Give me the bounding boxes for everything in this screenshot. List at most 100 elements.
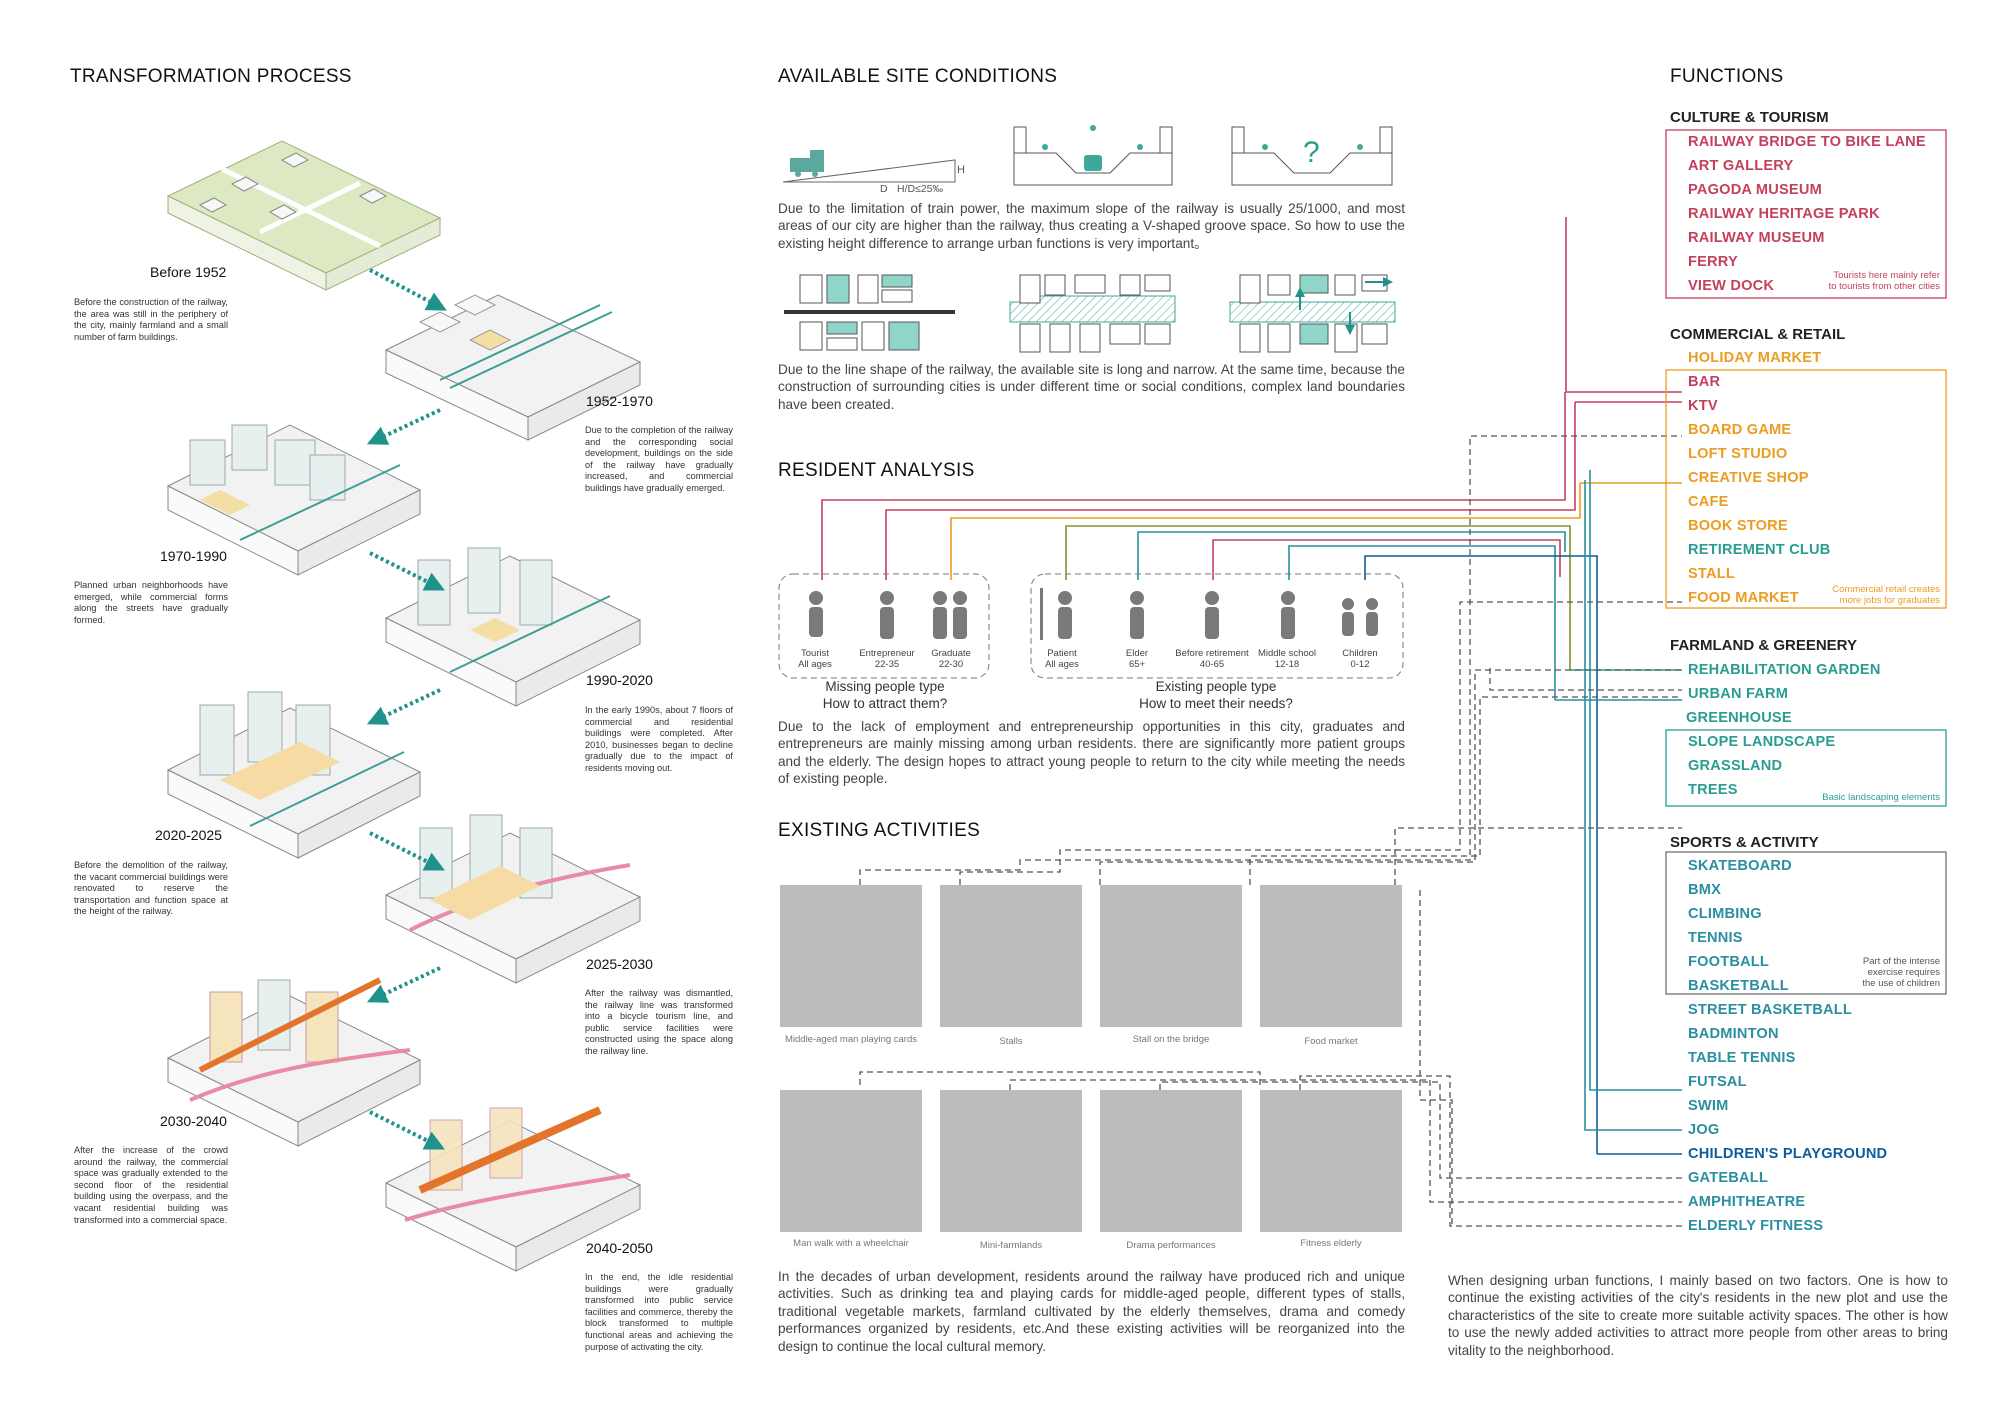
commercial-note: Commercial retail creates more jobs for … [1832,584,1940,606]
function-item: CHILDREN'S PLAYGROUND [1688,1146,1888,1162]
function-item: RETIREMENT CLUB [1688,542,1831,558]
function-item: CAFE [1688,494,1729,510]
function-item: HOLIDAY MARKET [1688,350,1822,366]
stage-year-6: 2025-2030 [586,956,653,972]
stage-text-2: Due to the completion of the railway and… [585,425,733,493]
function-item: ELDERLY FITNESS [1688,1218,1824,1234]
missing-people-box [778,573,990,679]
function-item: FERRY [1688,254,1738,270]
site-parcels-1 [784,274,955,351]
function-item: BMX [1688,882,1722,898]
function-item: GATEBALL [1688,1170,1768,1186]
resident-text: Due to the lack of employment and entrep… [778,719,1405,787]
photo-caption-2: Stalls [999,1036,1023,1047]
photo-caption-7: Drama performances [1126,1240,1216,1251]
function-item: TABLE TENNIS [1688,1050,1796,1066]
activities-text: In the decades of urban development, res… [778,1269,1405,1354]
function-item: TREES [1688,782,1738,798]
photo-caption-3: Stall on the bridge [1132,1034,1210,1045]
slope-formula: H/D≤25‰ [897,183,944,195]
v-groove-question-diagram [1231,126,1393,186]
iso-block-2025-2030 [384,814,642,984]
stage-year-3: 1970-1990 [160,548,227,564]
function-item: RAILWAY BRIDGE TO BIKE LANE [1688,134,1926,150]
iso-block-2020-2025 [166,691,422,859]
missing-question-2: How to attract them? [822,696,948,711]
group-greenery-heading: FARMLAND & GREENERY [1670,637,1857,654]
function-item: SLOPE LANDSCAPE [1688,734,1836,750]
greenery-note: Basic landscaping elements [1822,792,1940,803]
site-parcels-2 [1009,274,1176,353]
site-text-2: Due to the line shape of the railway, th… [778,362,1405,412]
iso-block-before-1952 [166,140,442,291]
commercial-items: HOLIDAY MARKET BAR KTV BOARD GAME LOFT S… [1688,350,1830,614]
slope-h-label: H [957,164,965,176]
resident-title: RESIDENT ANALYSIS [778,460,975,481]
group-commercial-heading: COMMERCIAL & RETAIL [1670,326,1846,343]
photo-caption-6: Mini-farmlands [979,1240,1043,1251]
function-item: FOOTBALL [1688,954,1770,970]
function-item: FOOD MARKET [1688,590,1799,606]
group-culture-heading: CULTURE & TOURISM [1670,109,1829,126]
sports-items: SKATEBOARD BMX CLIMBING TENNIS FOOTBALL … [1688,858,1887,1242]
function-item: STREET BASKETBALL [1688,1002,1852,1018]
photo-stalls [940,885,1082,1027]
stage-year-1: Before 1952 [150,264,227,280]
function-item: BADMINTON [1688,1026,1779,1042]
function-item: ART GALLERY [1688,158,1794,174]
iso-block-1952-1970 [384,294,642,441]
stage-text-8: In the end, the idle residential buildin… [585,1272,733,1352]
function-item: CLIMBING [1688,906,1762,922]
function-item: GRASSLAND [1688,758,1783,774]
function-item: BAR [1688,374,1721,390]
missing-question-1: Missing people type [825,679,945,694]
transformation-arrows [366,268,447,1150]
function-item: LOFT STUDIO [1688,446,1788,462]
question-mark-icon: ? [1303,136,1320,169]
greenery-box [1665,729,1947,807]
photo-drama [1100,1090,1242,1232]
photo-caption-8: Fitness elderly [1300,1238,1362,1249]
stage-year-2: 1952-1970 [586,393,653,409]
function-item: FUTSAL [1688,1074,1747,1090]
function-item: STALL [1688,566,1735,582]
activity-connection-lines [859,435,1682,1227]
transformation-title: TRANSFORMATION PROCESS [70,66,352,87]
function-item: VIEW DOCK [1688,278,1775,294]
iso-block-1990-2020 [384,547,642,707]
function-item: BASKETBALL [1688,978,1789,994]
stage-text-6: After the railway was dismantled, the ra… [585,988,733,1056]
function-item: BOARD GAME [1688,422,1792,438]
function-item: BOOK STORE [1688,518,1788,534]
function-item: RAILWAY MUSEUM [1688,230,1825,246]
stage-year-7: 2030-2040 [160,1113,227,1129]
activities-title: EXISTING ACTIVITIES [778,820,981,841]
group-sports-heading: SPORTS & ACTIVITY [1670,834,1819,851]
function-item: GREENHOUSE [1686,710,1792,726]
existing-question-1: Existing people type [1155,679,1277,694]
function-item: URBAN FARM [1688,686,1789,702]
slope-diagram [782,150,956,183]
iso-block-2030-2040 [166,977,422,1147]
existing-question-2: How to meet their needs? [1139,696,1293,711]
iso-block-2040-2050 [384,1106,642,1272]
function-item: AMPHITHEATRE [1688,1194,1806,1210]
stage-text-5: Before the demolition of the railway, th… [74,860,228,917]
photo-fitness-elderly [1260,1090,1402,1232]
photo-mini-farmlands [940,1090,1082,1232]
function-item: PAGODA MUSEUM [1688,182,1822,198]
function-item: CREATIVE SHOP [1688,470,1809,486]
photo-caption-4: Food market [1304,1036,1358,1047]
culture-box [1665,129,1947,299]
photo-food-market [1260,885,1402,1027]
existing-people-box [1030,573,1404,679]
functions-title: FUNCTIONS [1670,66,1784,87]
